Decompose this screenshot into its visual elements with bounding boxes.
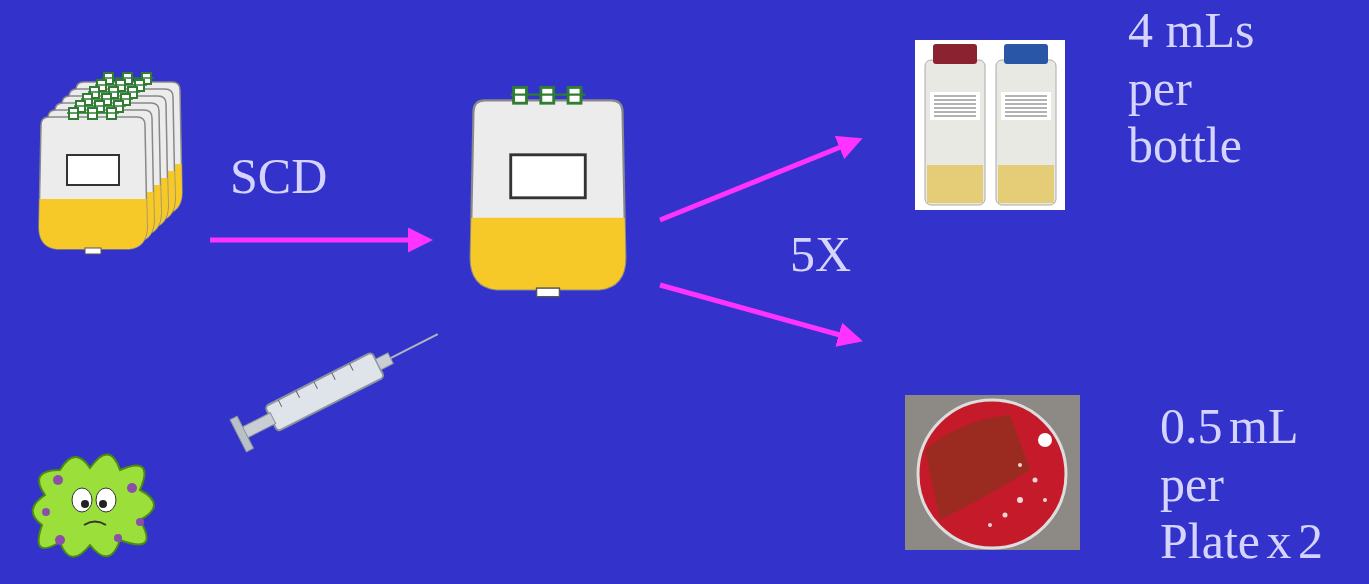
culture-bottles xyxy=(915,40,1065,210)
agar-plate xyxy=(905,395,1080,550)
germ-cartoon xyxy=(33,454,154,556)
arrows xyxy=(210,140,858,340)
pooled-bag xyxy=(471,87,626,296)
syringe xyxy=(230,318,446,452)
bag-stack xyxy=(39,73,182,254)
volume-note: 4 mLs per bottle xyxy=(1128,2,1268,175)
volume-note: 0.5 mL per Plate x 2 xyxy=(1160,398,1326,571)
multiplier-label: 5X xyxy=(790,226,851,284)
process-label: SCD xyxy=(230,148,327,206)
